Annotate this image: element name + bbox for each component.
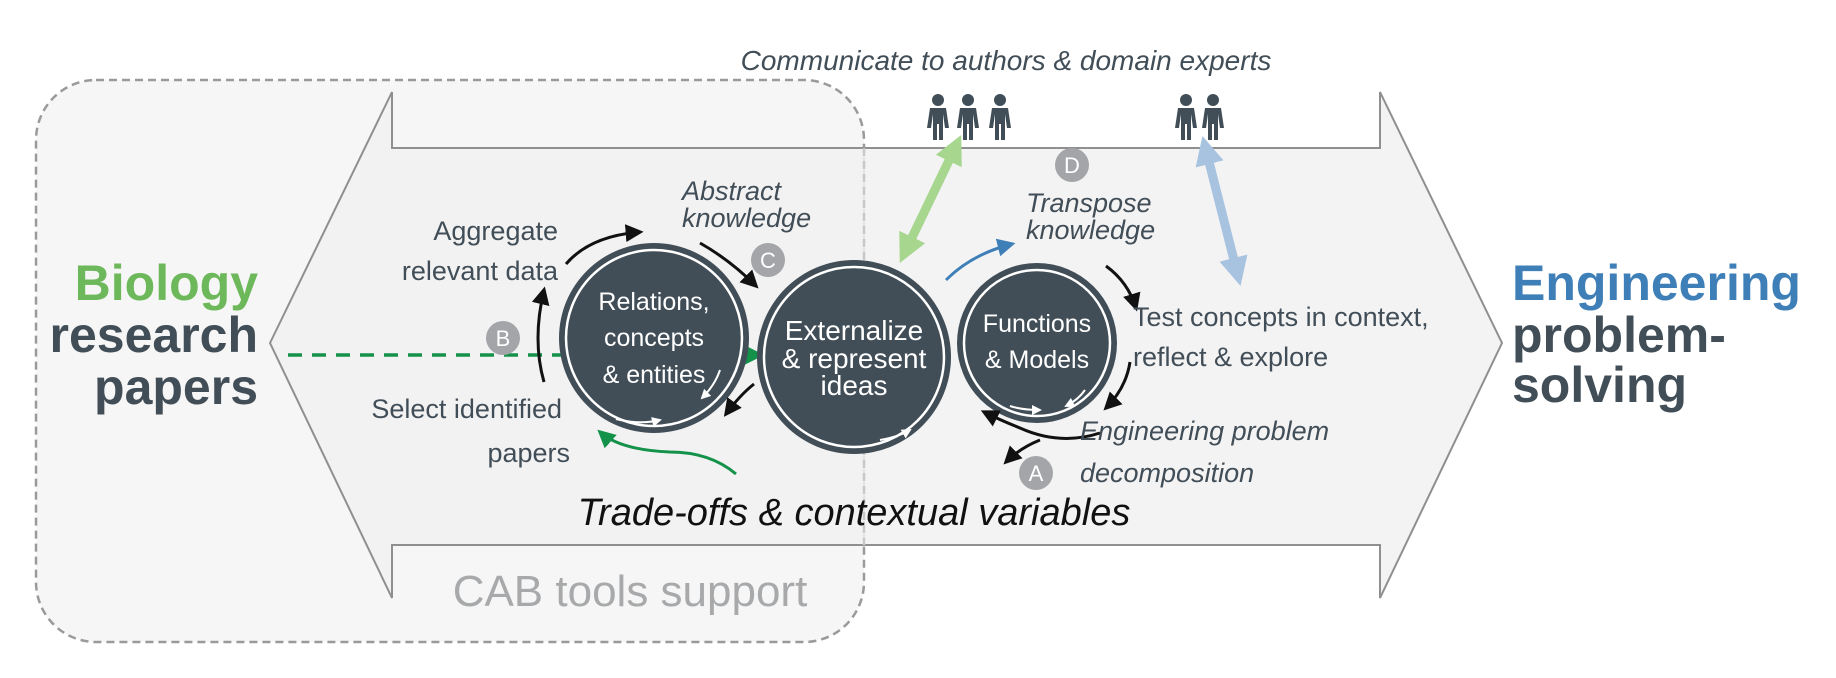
circle-relations: Relations, concepts & entities <box>559 243 749 433</box>
aggregate-label-line1: Aggregate <box>433 216 558 246</box>
circle-relations-line2: concepts <box>604 324 704 352</box>
circle-relations-line1: Relations, <box>598 288 709 316</box>
svg-text:A: A <box>1029 461 1044 486</box>
transpose-arrow <box>944 238 1016 282</box>
circle-externalize-line2: & represent <box>782 343 927 374</box>
research-label: research <box>50 307 259 363</box>
badge-c: C <box>751 243 785 277</box>
aggregate-to-abstract-arrow <box>564 224 644 265</box>
badge-b: B <box>486 321 520 355</box>
select-to-aggregate-arrow <box>531 286 550 383</box>
decompose-to-externalize-arrow <box>980 410 1101 440</box>
inner-cycle-arrow <box>615 417 662 427</box>
expert-group-right <box>1175 94 1224 140</box>
svg-text:C: C <box>760 248 776 273</box>
circle-externalize-line1: Externalize <box>785 315 924 346</box>
decompose-label-line2: decomposition <box>1080 458 1254 488</box>
person-icon <box>989 94 1011 140</box>
decompose-label-line1: Engineering problem <box>1080 416 1329 446</box>
select-label-line2: papers <box>487 438 570 468</box>
svg-text:B: B <box>496 326 511 351</box>
cab-tools-label: CAB tools support <box>453 567 808 616</box>
communicate-arrow-blue <box>1195 136 1248 286</box>
decompose-branch-arrow <box>1003 438 1041 465</box>
circle-externalize-line3: ideas <box>821 370 888 401</box>
communicate-label: Communicate to authors & domain experts <box>741 45 1272 76</box>
person-icon <box>927 94 949 140</box>
inner-cycle-arrow <box>1009 404 1042 415</box>
circle-functions-line2: & Models <box>985 346 1089 374</box>
solving-label: solving <box>1512 357 1687 413</box>
person-icon <box>1175 94 1197 140</box>
abstract-label-line2: knowledge <box>682 203 811 233</box>
test-to-decompose-arrow <box>1103 361 1132 411</box>
test-label-line2: reflect & explore <box>1133 342 1328 372</box>
engineering-title: Engineering <box>1512 255 1801 311</box>
transpose-to-test-arrow <box>1105 264 1141 312</box>
biology-title: Biology <box>75 255 259 311</box>
badge-d: D <box>1055 148 1089 182</box>
svg-text:D: D <box>1064 153 1080 178</box>
abstract-to-externalize-arrow <box>699 241 759 289</box>
inner-cycle-arrow <box>879 428 912 441</box>
transpose-label-line2: knowledge <box>1026 215 1155 245</box>
tradeoff-feedback-arrow <box>597 429 737 476</box>
circle-functions: Functions & Models <box>957 263 1117 423</box>
aggregate-label-line2: relevant data <box>402 256 559 286</box>
inner-cycle-arrow <box>700 369 721 400</box>
circle-functions-line1: Functions <box>983 310 1091 338</box>
badge-a: A <box>1019 456 1053 490</box>
circle-relations-line3: & entities <box>603 361 706 389</box>
communicate-arrow-green <box>899 135 962 263</box>
select-label-line1: Select identified <box>371 394 562 424</box>
circle-externalize: Externalize & represent ideas <box>757 260 951 454</box>
person-icon <box>1202 94 1224 140</box>
tradeoffs-label: Trade-offs & contextual variables <box>578 492 1131 534</box>
abstract-label-line1: Abstract <box>680 176 783 206</box>
externalize-to-relations-arrow <box>723 382 755 417</box>
person-icon <box>957 94 979 140</box>
test-label-line1: Test concepts in context, <box>1133 302 1429 332</box>
expert-group-left <box>927 94 1011 140</box>
papers-label: papers <box>94 359 258 415</box>
inner-cycle-arrow <box>1064 389 1086 407</box>
transpose-label-line1: Transpose <box>1026 188 1152 218</box>
problem-label: problem- <box>1512 307 1726 363</box>
